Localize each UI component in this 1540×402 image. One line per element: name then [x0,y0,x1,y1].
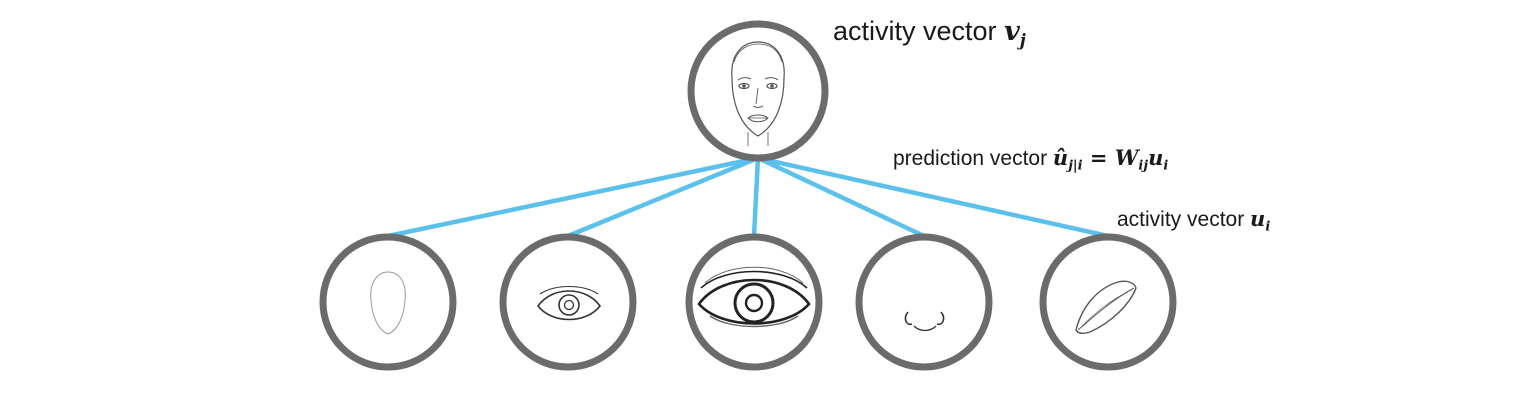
edge-lips [755,155,1111,239]
parent-node [687,20,829,162]
face-outline-icon [370,271,406,335]
edges [385,155,1111,239]
parent-vector-symbol: vj [1004,16,1026,50]
prediction-vector-label: prediction vector ûj|i = Wijui [893,145,1168,174]
lips-icon [1075,280,1137,335]
edge-left-eye [565,155,761,239]
edge-right-eye [751,155,761,239]
prediction-formula: ûj|i = Wijui [1052,145,1169,174]
parent-activity-label: activity vector vj [833,16,1026,50]
large-eye-icon [697,266,811,328]
child-node-nose [855,233,993,371]
edge-nose [755,155,927,239]
child-node-left-eye [499,233,637,371]
nose-icon [904,311,945,332]
eye-icon [537,286,601,321]
child-activity-text: activity vector [1117,208,1245,231]
face-sketch-icon [731,41,785,146]
child-vector-symbol: ui [1250,206,1271,235]
edge-face-outline [385,155,761,239]
child-node-face-outline [319,233,457,371]
child-activity-label: activity vector ui [1117,206,1270,235]
parent-activity-text: activity vector [833,16,997,46]
prediction-text: prediction vector [893,147,1048,170]
child-node-lips [1039,233,1177,371]
child-node-right-eye [685,233,823,371]
